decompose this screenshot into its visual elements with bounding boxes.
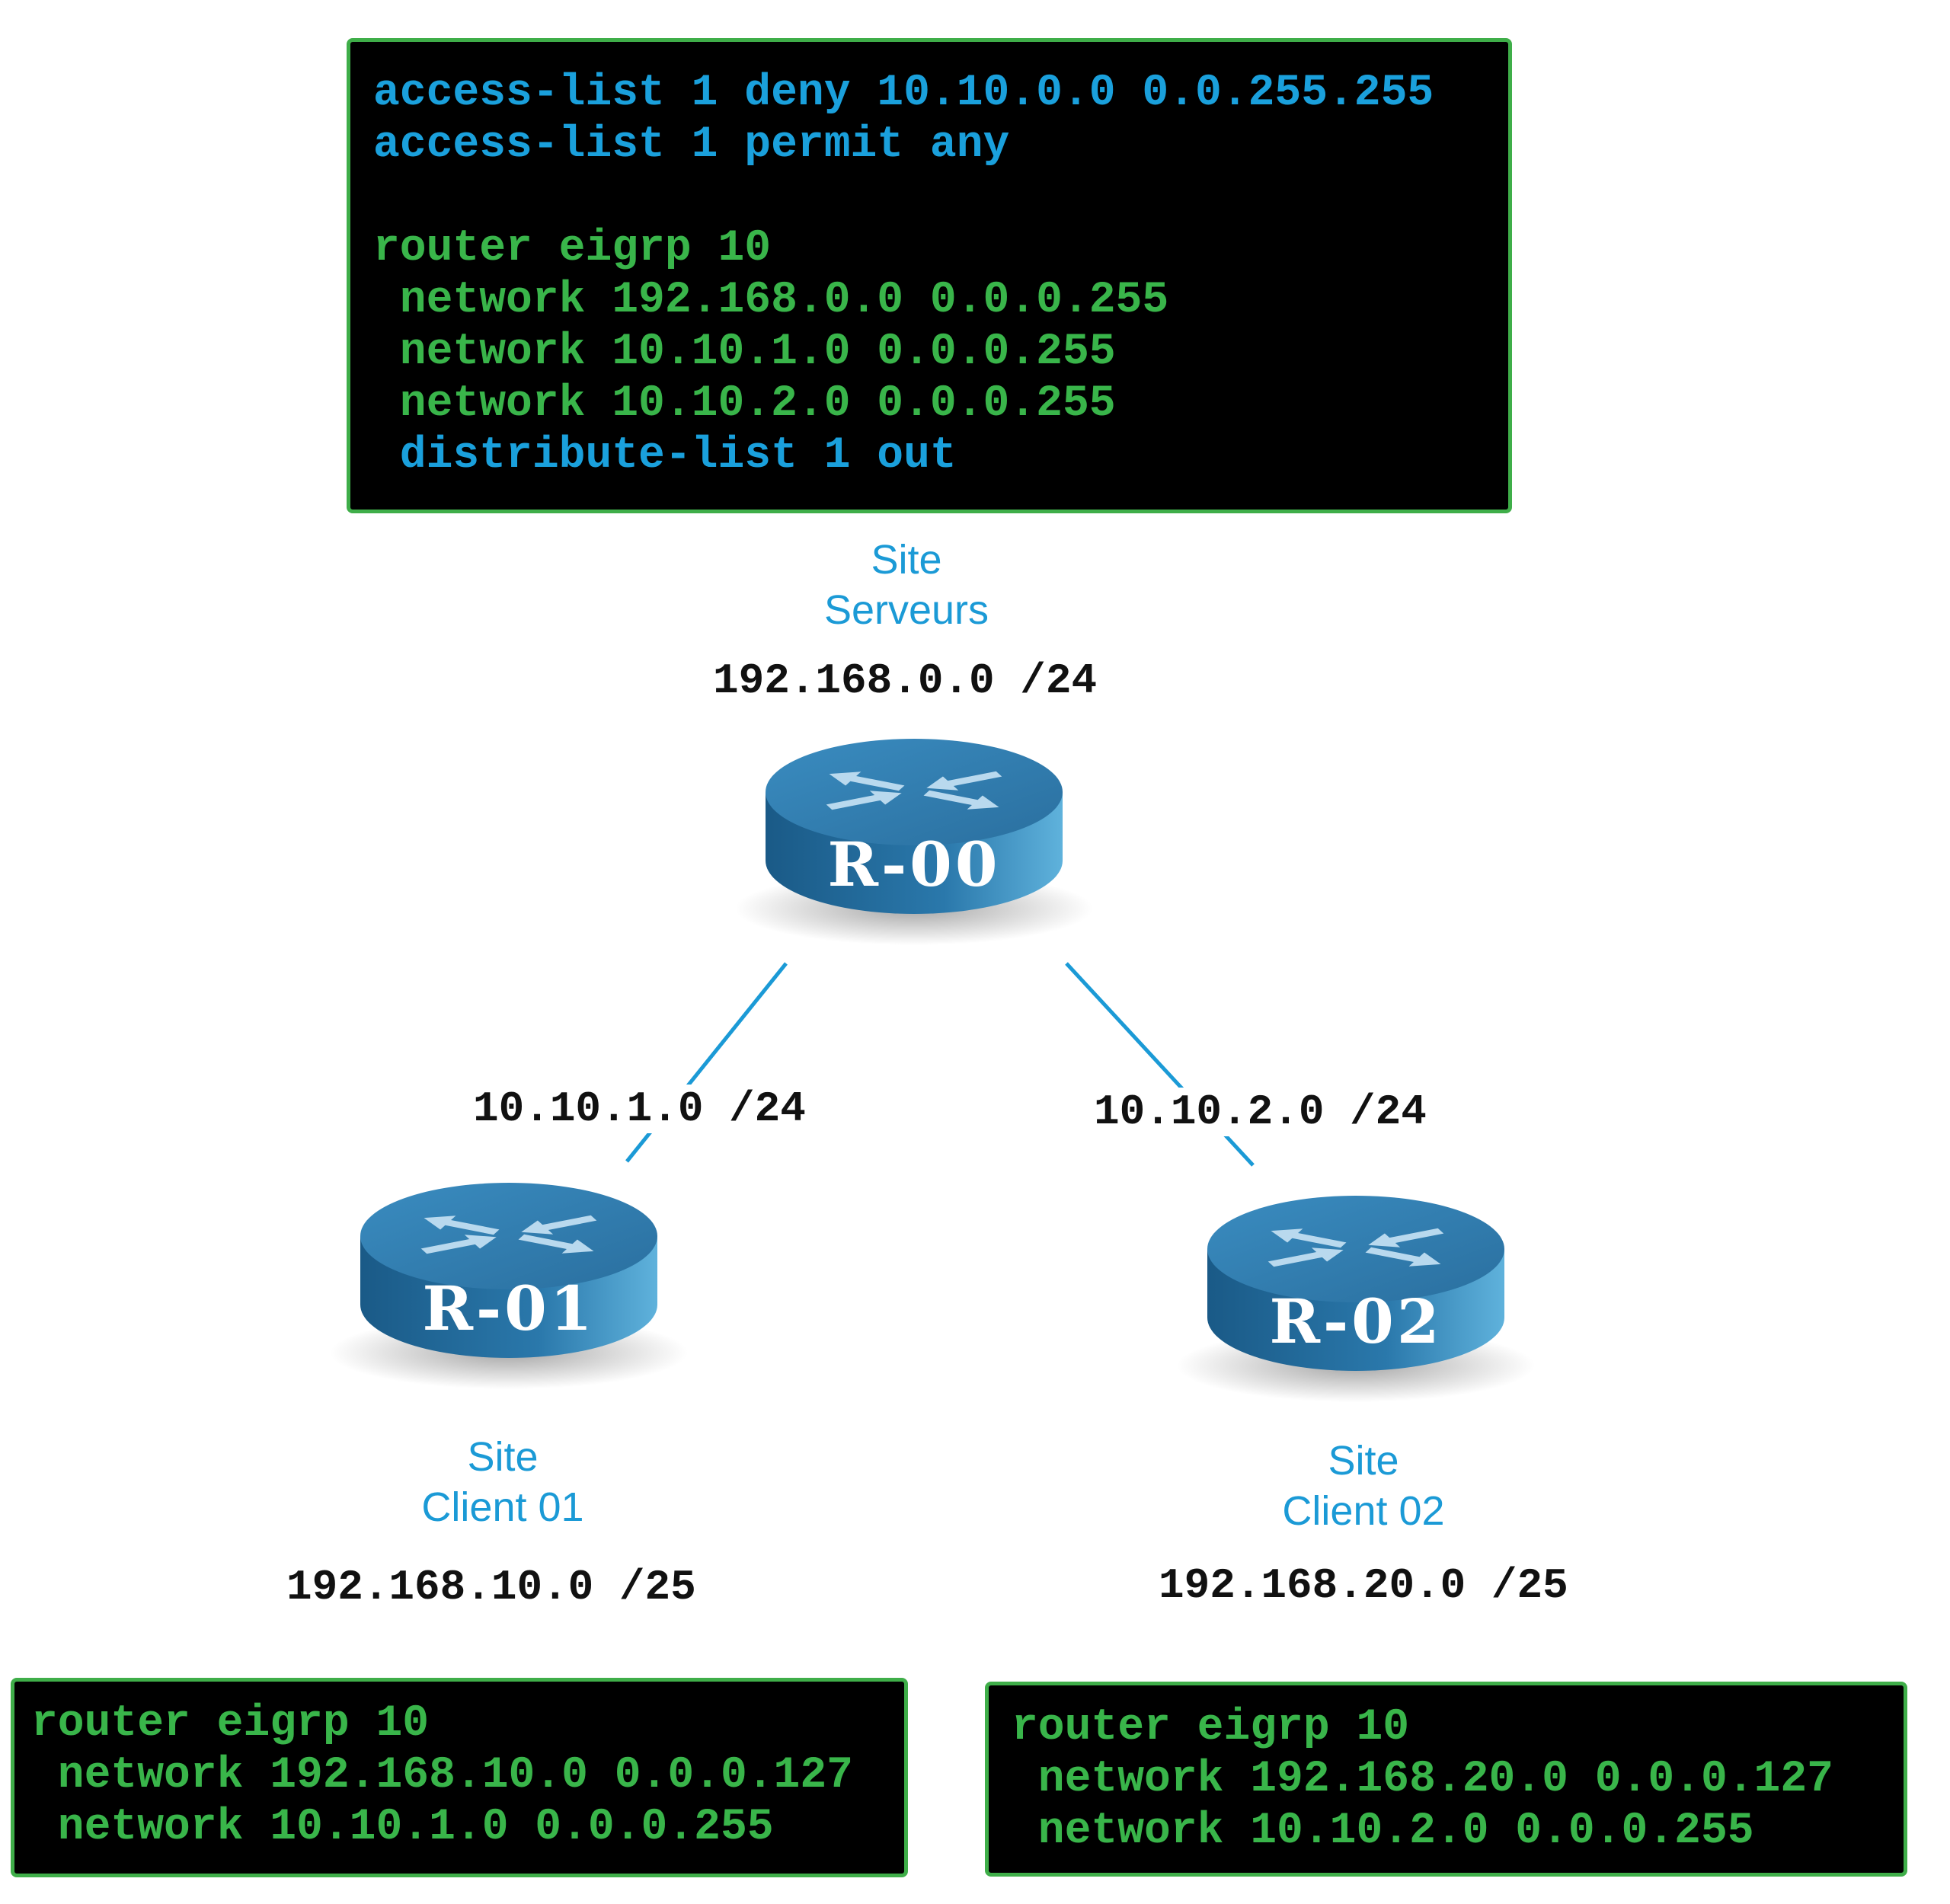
site-label-r00: Site Serveurs [716, 535, 1097, 635]
config-line: network 192.168.0.0 0.0.0.255 [373, 276, 1169, 325]
router-label: R-00 [827, 829, 1000, 900]
router-r00: R-00 [731, 720, 1097, 948]
config-box-r02: router eigrp 10 network 192.168.20.0 0.0… [985, 1682, 1907, 1877]
network-label-link-r00-r02: 10.10.2.0 /24 [1089, 1088, 1431, 1136]
config-line: router eigrp 10 [31, 1699, 430, 1749]
router-r02: R-02 [1173, 1177, 1539, 1405]
site-label-line2: Client 02 [1282, 1488, 1445, 1534]
config-line: network 10.10.2.0 0.0.0.255 [1012, 1807, 1754, 1856]
router-r01: R-01 [326, 1164, 692, 1392]
site-label-line1: Site [1328, 1438, 1399, 1484]
router-label: R-02 [1269, 1286, 1442, 1357]
site-label-line1: Site [467, 1434, 539, 1480]
config-line: access-list 1 deny 10.10.0.0 0.0.255.255 [373, 69, 1434, 118]
config-line: distribute-list 1 out [373, 431, 957, 481]
config-line: access-list 1 permit any [373, 120, 1010, 170]
config-line: network 10.10.1.0 0.0.0.255 [31, 1803, 774, 1852]
network-label-r01: 192.168.10.0 /25 [282, 1563, 701, 1612]
config-line: network 192.168.10.0 0.0.0.127 [31, 1751, 853, 1800]
config-line: network 192.168.20.0 0.0.0.127 [1012, 1755, 1833, 1804]
network-label-r00: 192.168.0.0 /24 [708, 656, 1102, 705]
router-label: R-01 [422, 1273, 595, 1344]
config-line: network 10.10.2.0 0.0.0.255 [373, 379, 1116, 429]
config-box-r01: router eigrp 10 network 192.168.10.0 0.0… [11, 1678, 908, 1877]
config-line: router eigrp 10 [373, 224, 772, 273]
network-label-r02: 192.168.20.0 /25 [1154, 1561, 1573, 1610]
config-line: router eigrp 10 [1012, 1703, 1410, 1752]
site-label-line2: Serveurs [823, 587, 989, 633]
config-line [373, 171, 1508, 223]
network-label-link-r00-r01: 10.10.1.0 /24 [468, 1085, 810, 1133]
config-line: network 10.10.1.0 0.0.0.255 [373, 327, 1116, 377]
site-label-r02: Site Client 02 [1173, 1436, 1554, 1536]
site-label-line1: Site [871, 537, 942, 583]
site-label-line2: Client 01 [421, 1484, 584, 1530]
site-label-r01: Site Client 01 [312, 1432, 693, 1532]
config-box-r00: access-list 1 deny 10.10.0.0 0.0.255.255… [347, 38, 1512, 513]
